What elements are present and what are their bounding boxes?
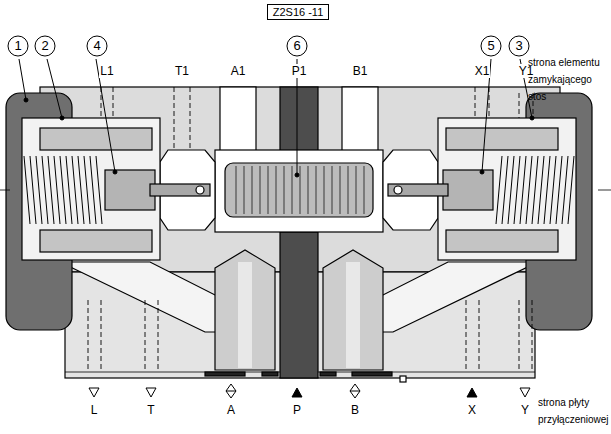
port-label: T [146,403,155,417]
sleeve [446,128,558,150]
pressure-symbol [292,388,302,397]
callout-ring [35,36,55,56]
port-label: L [90,403,99,417]
port-label: A [226,403,236,417]
port-p [280,232,318,378]
callout-ring [481,36,501,56]
leader-dot [530,116,534,120]
leader-dots [24,98,534,177]
callout-ring [509,36,529,56]
spring-chamber [22,118,160,260]
work-port-symbol [350,391,360,392]
center-cavity [215,150,383,232]
locating-pin [400,376,406,382]
callout-circle: 1 [7,35,29,57]
main-spool-a [215,250,275,370]
side-note: strona płyty przyłączeniowej [537,394,609,428]
seal [352,372,392,376]
port-label: P [292,403,302,417]
port-label: Y [520,403,530,417]
work-port-symbol [226,391,236,392]
main-spool-b [323,250,383,370]
port-label: B [350,403,360,417]
leader-dot [60,116,64,120]
callout-number: 5 [480,35,502,57]
callout-number: 1 [7,35,29,57]
valve-body-group [0,87,611,382]
port-label: T1 [174,64,190,78]
port-label: B1 [352,64,369,78]
port-label: L1 [99,64,114,78]
pressure-symbol [467,388,477,397]
leader-dot [113,170,117,174]
piston [443,170,493,210]
callout-number: 6 [286,35,308,57]
callout-circle: 3 [508,35,530,57]
port-label: X [467,403,477,417]
leader-lines [19,59,534,177]
seal [320,372,336,376]
return-symbol [146,388,156,397]
hidden-port [88,87,533,372]
pilot-ball [196,186,204,194]
callout-ring [87,36,107,56]
piston [105,170,155,210]
callout-number: 4 [86,35,108,57]
port-symbols [89,384,530,398]
channel-left [60,262,225,332]
title-box: Z2S16 -11 [267,4,330,20]
callout-ring [287,36,307,56]
axis-line [0,190,611,191]
leader-dot [24,98,28,102]
pilot-pin [388,184,448,196]
spring-chamber [438,118,576,260]
port-b1 [342,87,378,152]
callout-circle: 4 [86,35,108,57]
port-label: X1 [474,64,491,78]
sleeve [446,230,558,252]
spool-highlight [346,262,360,368]
return-symbol [89,388,99,397]
seal [262,372,278,376]
spool-thread [236,166,364,214]
work-port-symbol [350,384,360,398]
port-a1 [220,87,256,152]
callout-ring [8,36,28,56]
return-symbol [520,388,530,397]
pilot-pin [150,184,210,196]
callout-circle: 5 [480,35,502,57]
callout-circle: 2 [34,35,56,57]
side-note: strona elementu zamykającego stos [527,54,609,105]
leader-dot [295,173,299,177]
callout-circle: 6 [286,35,308,57]
seal [205,372,245,376]
leader-dot [480,170,484,174]
port-label: A1 [230,64,247,78]
pilot-spool [225,163,373,217]
sleeve [40,128,152,150]
port-label: P1 [291,64,308,78]
work-port-symbol [226,384,236,398]
spool-highlight [238,262,252,368]
sleeve [40,230,152,252]
spring-coil [24,156,102,224]
port-p1 [280,87,318,152]
leader-line [19,59,532,175]
callout-number: 2 [34,35,56,57]
callout-number: 3 [508,35,530,57]
pilot-ball [394,186,402,194]
spring-coil [496,156,574,224]
channel-right [373,262,538,332]
